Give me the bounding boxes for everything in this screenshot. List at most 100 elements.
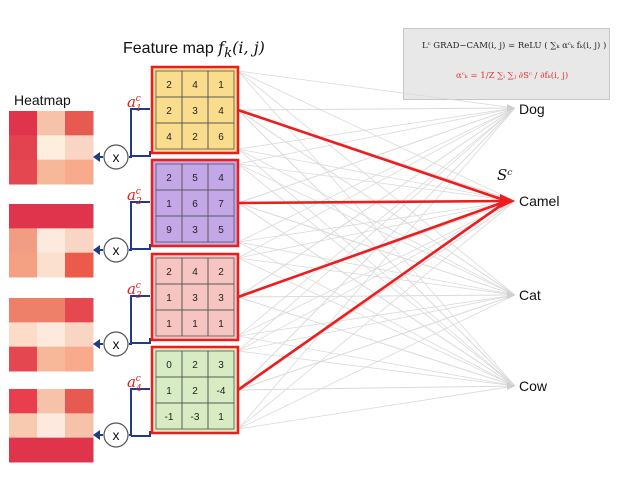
class-label-dog: Dog xyxy=(519,101,545,117)
heatmap-1-cell xyxy=(65,159,94,185)
connection-line-top-0-3 xyxy=(237,70,516,387)
alpha-weight-label: a4c xyxy=(127,373,142,394)
multiply-arrowhead-4 xyxy=(93,430,100,440)
feature-map-3-value: 1 xyxy=(192,319,198,330)
feature-map-2-value: 9 xyxy=(166,225,172,236)
connection-line-2-3 xyxy=(237,296,516,387)
feature-map-4-value: 3 xyxy=(218,360,224,371)
class-label-cat: Cat xyxy=(519,287,541,303)
heatmap-1-cell xyxy=(37,111,66,136)
connection-line-bottom-3-0 xyxy=(237,107,516,430)
alpha-wire-2 xyxy=(129,201,150,251)
connection-line-3-2 xyxy=(237,294,516,391)
multiply-circle-1 xyxy=(103,144,129,170)
connection-line-bottom-1-0 xyxy=(237,107,516,243)
alpha-wire-4 xyxy=(129,388,150,436)
heatmap-2-cell xyxy=(9,228,38,254)
feature-map-4-value: -3 xyxy=(191,412,200,423)
fully-connected-lines xyxy=(237,70,516,430)
multiply-arrowhead-2 xyxy=(93,245,100,255)
heatmap-2-cell xyxy=(65,252,94,278)
heatmap-3-cell xyxy=(9,322,38,348)
class-arrowhead-2 xyxy=(507,291,515,299)
connection-line-top-3-1 xyxy=(237,200,516,352)
heatmap-2-cell xyxy=(37,204,66,229)
heatmap-4-cell xyxy=(9,389,38,414)
feature-map-3-value: 4 xyxy=(192,267,198,278)
camel-arrowhead xyxy=(500,194,515,208)
class-arrowhead-3 xyxy=(507,382,515,390)
heatmap-4-cell xyxy=(37,389,66,414)
heatmap-3-cell xyxy=(37,346,66,372)
feature-map-4-value: 2 xyxy=(192,360,198,371)
alpha-weight-label: a1c xyxy=(127,93,142,114)
alpha-weight-formula: αᶜₖ = 1/Z ∑ᵢ ∑ⱼ ∂Sᶜ / ∂fₖ(i, j) xyxy=(456,71,569,81)
feature-map-1-value: 2 xyxy=(166,80,172,91)
map-wire-2 xyxy=(131,244,151,250)
feature-map-3-border xyxy=(150,252,240,342)
multiply-symbol-2: x xyxy=(113,242,120,258)
map-wire-1 xyxy=(131,151,151,157)
formula-box: Lᶜ GRAD−CAM(i, j) = ReLU ( ∑ₖ αᶜₖ fₖ(i, … xyxy=(403,28,610,100)
connection-line-bottom-3-1 xyxy=(237,200,516,430)
connection-line-top-2-0 xyxy=(237,107,516,259)
feature-map-3-value: 1 xyxy=(166,293,172,304)
connection-line-top-2-2 xyxy=(237,257,516,296)
feature-map-3-value: 3 xyxy=(218,293,224,304)
gradcam-formula: Lᶜ GRAD−CAM(i, j) = ReLU ( ∑ₖ αᶜₖ fₖ(i, … xyxy=(422,41,607,51)
feature-map-3-value: 2 xyxy=(166,267,172,278)
heatmap-4-cell xyxy=(9,437,38,463)
class-label-cow: Cow xyxy=(519,378,548,394)
connection-line-bottom-3-2 xyxy=(237,294,516,430)
heatmap-1-cell xyxy=(65,111,94,136)
connection-line-3-0 xyxy=(237,107,516,391)
feature-map-4-value: 2 xyxy=(192,386,198,397)
feature-map-4-value: 1 xyxy=(218,412,224,423)
feature-map-2-value: 1 xyxy=(166,199,172,210)
feature-map-2-value: 5 xyxy=(192,173,198,184)
feature-map-1-value: 4 xyxy=(166,132,172,143)
connection-line-top-1-0 xyxy=(237,107,516,165)
connection-line-0-0 xyxy=(237,107,516,111)
heatmap-4-cell xyxy=(37,437,66,463)
feature-map-2-cell xyxy=(207,215,235,243)
class-arrowhead-0 xyxy=(507,104,515,112)
connection-line-bottom-0-0 xyxy=(237,107,516,150)
alpha-weight-label: a2c xyxy=(127,186,142,207)
heatmap-3-cell xyxy=(65,322,94,348)
feature-map-1-value: 1 xyxy=(218,80,224,91)
heatmap-2-cell xyxy=(9,252,38,278)
camel-connection-2 xyxy=(237,199,508,299)
class-label-camel: Camel xyxy=(519,193,560,209)
connection-line-3-3 xyxy=(237,385,516,391)
feature-map-1-value: 6 xyxy=(218,132,224,143)
multiply-symbol-1: x xyxy=(113,149,120,165)
heatmap-3-cell xyxy=(37,298,66,323)
multiply-arrowhead-3 xyxy=(93,339,100,349)
feature-map-2-value: 2 xyxy=(166,173,172,184)
feature-map-4-value: 1 xyxy=(166,386,172,397)
connection-line-top-1-1 xyxy=(237,163,516,202)
feature-map-2-border xyxy=(150,158,240,248)
connection-line-bottom-0-3 xyxy=(237,148,516,387)
feature-map-1-border xyxy=(150,65,240,155)
connection-line-1-3 xyxy=(237,202,516,387)
connection-line-top-2-3 xyxy=(237,257,516,387)
heatmap-3-cell xyxy=(9,298,38,323)
heatmap-4-cell xyxy=(37,413,66,439)
camel-connection-0 xyxy=(237,108,508,203)
heatmap-2-cell xyxy=(37,228,66,254)
feature-map-3-value: 3 xyxy=(192,293,198,304)
feature-map-2-value: 5 xyxy=(218,225,224,236)
heatmap-3-cell xyxy=(9,346,38,372)
feature-map-4-cell xyxy=(207,402,235,430)
heatmap-3-cell xyxy=(37,322,66,348)
multiply-arrowhead-1 xyxy=(93,152,100,162)
camel-connection-3 xyxy=(237,199,508,392)
heatmap-2-cell xyxy=(37,252,66,278)
feature-map-3-value: 1 xyxy=(218,319,224,330)
map-wire-3 xyxy=(131,338,151,344)
